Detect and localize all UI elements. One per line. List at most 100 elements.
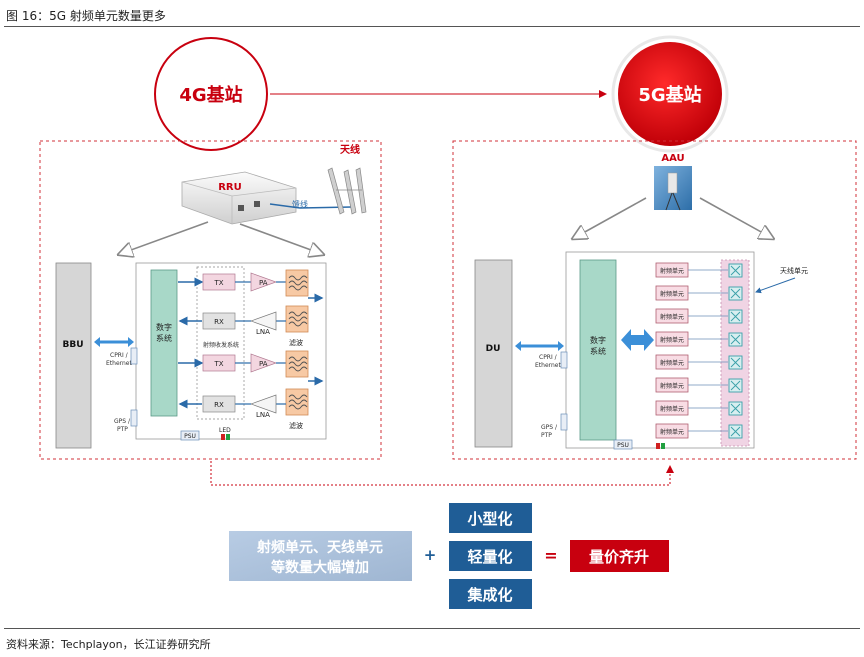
rx-block xyxy=(202,312,236,330)
svg-text:轻量化: 轻量化 xyxy=(467,548,512,566)
gps-port xyxy=(130,409,138,427)
filter-wave-icon xyxy=(285,269,309,297)
left-frame xyxy=(39,140,382,460)
psu-label: PSU xyxy=(617,442,629,449)
du-box: DU xyxy=(474,259,513,448)
rru-device-icon: RRU xyxy=(181,171,297,225)
transceiver-label: 射频收发系统 xyxy=(203,341,239,349)
digital-label-2: 系统 xyxy=(590,346,606,356)
result-box: 量价齐升 xyxy=(570,540,669,572)
rf-chain-1: TX PA LNA RX 滤波 xyxy=(178,269,324,347)
lna-amplifier xyxy=(249,311,277,331)
bbu-box: BBU xyxy=(55,262,92,449)
pa-amplifier xyxy=(250,353,278,373)
digital-label-1: 数字 xyxy=(590,335,606,345)
svg-text:RX: RX xyxy=(214,318,224,326)
svg-text:LNA: LNA xyxy=(256,328,270,336)
digital-system-block xyxy=(150,269,178,417)
psu-label: PSU xyxy=(184,433,196,440)
svg-text:滤波: 滤波 xyxy=(289,338,303,347)
svg-text:PA: PA xyxy=(259,360,268,368)
rf-row-2: 射频单元 xyxy=(655,285,743,301)
gps-label-2: PTP xyxy=(541,432,552,439)
svg-text:射频单元: 射频单元 xyxy=(660,313,684,321)
circle-5g-label: 5G基站 xyxy=(638,84,701,106)
bbu-label: BBU xyxy=(62,340,83,350)
svg-text:射频单元: 射频单元 xyxy=(660,428,684,436)
circle-5g: 5G基站 xyxy=(611,35,729,153)
summary-left-box: 射频单元、天线单元 等数量大幅增加 xyxy=(229,531,412,581)
svg-text:射频单元: 射频单元 xyxy=(660,267,684,275)
led-red xyxy=(656,443,660,449)
trend-box-3: 集成化 xyxy=(449,579,532,609)
svg-text:小型化: 小型化 xyxy=(467,510,512,528)
trend-box-2: 轻量化 xyxy=(449,541,532,571)
svg-text:量价齐升: 量价齐升 xyxy=(589,548,649,566)
gps-label-1: GPS / xyxy=(114,418,131,425)
svg-text:TX: TX xyxy=(213,360,223,368)
rf-row-3: 射频单元 xyxy=(655,308,743,324)
rx-block xyxy=(202,395,236,413)
expand-arrow-right xyxy=(239,223,322,254)
cpri-label-1: CPRI / xyxy=(539,354,558,361)
pa-amplifier xyxy=(250,272,278,292)
rf-row-6: 射频单元 xyxy=(655,377,743,393)
svg-text:射频单元: 射频单元 xyxy=(660,359,684,367)
antenna-label: 天线 xyxy=(340,143,360,156)
svg-text:PA: PA xyxy=(259,279,268,287)
bidirectional-arrow xyxy=(621,329,654,351)
dotted-connector xyxy=(210,461,674,486)
psu-block xyxy=(180,430,200,441)
digital-system-block xyxy=(579,259,617,441)
antenna-unit-pointer xyxy=(755,277,796,294)
antenna-icon xyxy=(327,167,367,215)
led-label: LED xyxy=(219,427,231,434)
led-green xyxy=(226,434,230,440)
gps-label-2: PTP xyxy=(117,426,128,433)
aau-device-icon xyxy=(654,166,692,211)
circle-4g-label: 4G基站 xyxy=(179,84,242,106)
aau-label: AAU xyxy=(661,153,684,164)
feeder-cable xyxy=(269,203,353,209)
rf-chain-2: TX PA LNA RX 滤波 xyxy=(178,350,324,430)
svg-text:集成化: 集成化 xyxy=(466,586,512,604)
rru-label: RRU xyxy=(218,182,242,193)
svg-text:滤波: 滤波 xyxy=(289,421,303,430)
transceiver-frame xyxy=(196,266,245,420)
cpri-port xyxy=(130,347,138,365)
equals-sign: = xyxy=(544,546,557,565)
antenna-unit-label: 天线单元 xyxy=(780,266,808,275)
led-green xyxy=(661,443,665,449)
rf-row-1: 射频单元 xyxy=(655,262,743,278)
digital-label-1: 数字 xyxy=(156,322,172,332)
bottom-rule xyxy=(4,628,860,629)
source-note: 资料来源：Techplayon，长江证券研究所 xyxy=(6,638,211,651)
expand-arrow-left xyxy=(120,221,209,254)
rf-row-5: 射频单元 xyxy=(655,354,743,370)
svg-text:射频单元、天线单元: 射频单元、天线单元 xyxy=(256,539,383,556)
digital-label-2: 系统 xyxy=(156,333,172,343)
cpri-port xyxy=(560,351,568,369)
plus-sign: + xyxy=(424,546,437,564)
du-label: DU xyxy=(486,344,501,354)
svg-text:射频单元: 射频单元 xyxy=(660,405,684,413)
rf-row-4: 射频单元 xyxy=(655,331,743,347)
led-red xyxy=(221,434,225,440)
svg-text:TX: TX xyxy=(213,279,223,287)
cpri-label-2: Ethernet xyxy=(535,362,561,369)
circle-4g: 4G基站 xyxy=(154,37,268,151)
expand-arrow-left xyxy=(574,197,647,238)
rf-row-7: 射频单元 xyxy=(655,400,743,416)
top-rule xyxy=(4,26,860,27)
figure-title: 图 16：5G 射频单元数量更多 xyxy=(6,9,166,23)
lna-amplifier xyxy=(249,394,277,414)
svg-text:LNA: LNA xyxy=(256,411,270,419)
svg-text:射频单元: 射频单元 xyxy=(660,336,684,344)
cpri-label-1: CPRI / xyxy=(110,352,129,359)
svg-text:射频单元: 射频单元 xyxy=(660,290,684,298)
svg-text:等数量大幅增加: 等数量大幅增加 xyxy=(271,559,369,576)
cpri-label-2: Ethernet xyxy=(106,360,132,367)
rf-row-8: 射频单元 xyxy=(655,423,743,439)
gps-label-1: GPS / xyxy=(541,424,558,431)
